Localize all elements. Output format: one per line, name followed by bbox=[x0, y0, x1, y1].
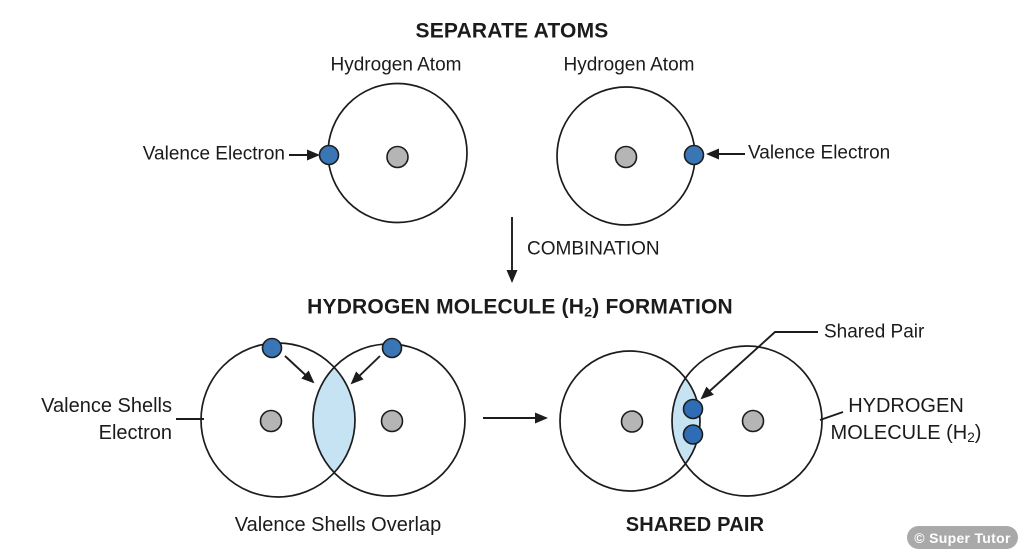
hydrogen-molecule-line2-subscript: 2 bbox=[967, 429, 975, 445]
overlap-caption: Valence Shells Overlap bbox=[234, 514, 442, 536]
formation-title: HYDROGEN MOLECULE (H2) FORMATION bbox=[307, 294, 733, 319]
formation-title-subscript: 2 bbox=[584, 304, 593, 321]
shared-pair-overlap-region bbox=[671, 378, 701, 464]
formation-title-prefix: HYDROGEN MOLECULE (H bbox=[307, 295, 585, 319]
formation-title-suffix: ) FORMATION bbox=[592, 295, 733, 319]
molecule-label-connector bbox=[819, 411, 844, 421]
valence-electron-left-label: Valence Electron bbox=[142, 143, 285, 165]
valence-electron-dot bbox=[381, 337, 403, 359]
electron-to-overlap-arrow bbox=[350, 355, 381, 385]
valence-shells-electron-line1: Valence Shells bbox=[41, 394, 172, 417]
valence-electron-dot bbox=[683, 144, 705, 166]
hydrogen-molecule-line2-prefix: MOLECULE (H bbox=[830, 422, 968, 444]
valence-electron-dot bbox=[261, 337, 283, 359]
hydrogen-molecule-line2-suffix: ) bbox=[974, 422, 982, 444]
shared-pair-caption: SHARED PAIR bbox=[625, 514, 765, 536]
nucleus bbox=[620, 410, 644, 433]
separate-atoms-title: SEPARATE ATOMS bbox=[415, 19, 609, 43]
molecule-left-shell bbox=[559, 350, 701, 492]
valence-shells-electron-line2: Electron bbox=[98, 422, 172, 444]
nucleus bbox=[386, 145, 409, 169]
molecule-right-shell bbox=[671, 345, 823, 497]
watermark-text: © Super Tutor bbox=[914, 529, 1011, 546]
nucleus bbox=[614, 145, 638, 169]
valence-overlap-region bbox=[312, 367, 356, 473]
shared-pair-electron-dot bbox=[682, 424, 704, 445]
valence-electron-right-label: Valence Electron bbox=[748, 142, 891, 164]
valence-electron-dot bbox=[318, 144, 340, 166]
hydrogen-molecule-line1: HYDROGEN bbox=[848, 394, 964, 417]
hydrogen-atom-right-label: Hydrogen Atom bbox=[563, 54, 695, 76]
watermark-badge: © Super Tutor bbox=[907, 526, 1018, 549]
hydrogen-atom-left-label: Hydrogen Atom bbox=[330, 54, 462, 76]
shared-pair-pointer-arrow bbox=[700, 331, 818, 400]
electron-to-overlap-arrow bbox=[284, 355, 315, 384]
nucleus bbox=[259, 409, 283, 433]
combination-label: COMBINATION bbox=[527, 238, 660, 260]
hydrogen-molecule-label: HYDROGEN MOLECULE (H2) bbox=[831, 393, 982, 447]
shared-pair-electron-dot bbox=[682, 398, 704, 420]
shared-pair-pointer-label: Shared Pair bbox=[824, 321, 925, 343]
nucleus bbox=[380, 409, 404, 433]
nucleus bbox=[741, 409, 765, 433]
